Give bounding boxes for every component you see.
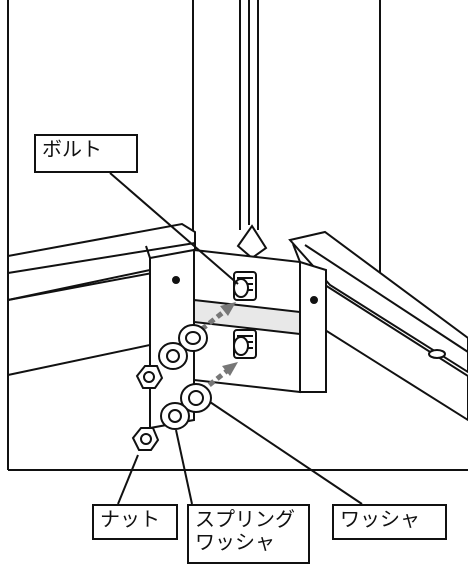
spring-washer-label: スプリング ワッシャ <box>187 504 310 564</box>
bolt-icon <box>233 329 257 359</box>
illustration-frame <box>7 0 468 471</box>
left-bracket <box>145 245 195 430</box>
nut-icon <box>135 365 164 389</box>
washer-label: ワッシャ <box>332 504 447 540</box>
bolt-icon <box>233 271 257 301</box>
spring-washer-icon <box>160 402 190 430</box>
arrowheads <box>220 302 238 376</box>
vertical-posts <box>192 0 381 290</box>
corner-fin <box>236 224 268 260</box>
leader-lines <box>109 172 363 505</box>
washer-icon <box>180 383 212 413</box>
spring-washer-icon <box>178 324 208 352</box>
right-bracket <box>292 243 327 393</box>
bolt-label: ボルト <box>34 134 138 173</box>
nut-label: ナット <box>92 504 178 540</box>
washer-icon <box>158 342 188 370</box>
left-rail <box>7 222 196 377</box>
nut-icon <box>131 427 160 451</box>
corner-plate <box>193 248 301 394</box>
